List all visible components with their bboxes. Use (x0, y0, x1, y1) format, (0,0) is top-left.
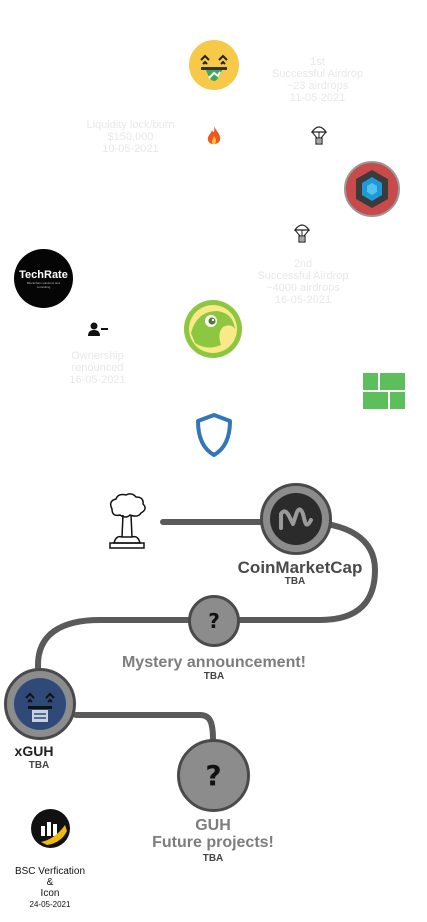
airdrop2-subtitle: Successful Airdrop (257, 270, 349, 282)
parachute-icon (294, 224, 310, 243)
mystery-node: ? (188, 595, 240, 647)
liquidity-title: Liquidity lock/burn (86, 119, 175, 131)
future-title: GUH Future projects! (130, 817, 296, 851)
ownership-title: Ownership (71, 350, 124, 362)
future-node: ? (177, 739, 250, 812)
future-status: TBA (202, 853, 224, 864)
xguh-icon (14, 678, 66, 730)
liquidity-date: 10-05-2021 (102, 143, 159, 155)
liquidity-text: Liquidity lock/burn $150,000 10-05-2021 (68, 119, 193, 155)
coingecko-logo (184, 300, 242, 358)
techrate-logo: TechRate Blockchain solutions and consul… (14, 249, 73, 308)
guh-face-icon (200, 54, 228, 81)
fire-icon (207, 126, 221, 145)
future-title-line2: Future projects! (152, 834, 274, 851)
xguh-title: xGUH (14, 743, 54, 759)
explosion-icon (109, 493, 146, 549)
airdrop2-detail: ~4000 airdrops (266, 282, 340, 294)
liquidity-amount: $150,000 (107, 131, 154, 143)
coinmarketcap-node (260, 483, 332, 555)
airdrop1-date: 11-05-2021 (289, 92, 346, 104)
bsc-line2: & (46, 877, 54, 888)
airdrop2-date: 16-05-2021 (274, 294, 332, 306)
xguh-node (4, 668, 76, 740)
future-title-line1: GUH (195, 817, 231, 834)
parachute-icon (311, 126, 327, 145)
hexagon-token-logo (344, 161, 400, 217)
ownership-subtitle: renounced (71, 362, 124, 374)
airdrop1-title: 1st (310, 56, 325, 68)
techrate-sub: Blockchain solutions and consulting (26, 280, 61, 289)
question-mark-icon: ? (208, 609, 220, 633)
airdrop2-text: 2nd Successful Airdrop ~4000 airdrops 16… (238, 258, 368, 306)
bsc-line3: Icon (40, 888, 60, 899)
airdrop1-subtitle: Successful Airdrop (271, 68, 364, 80)
xguh-status: TBA (28, 760, 50, 771)
grid-icon (363, 373, 405, 409)
ownership-text: Ownership renounced 16-05-2021 (55, 350, 140, 386)
gecko-icon (189, 305, 237, 353)
bsc-date: 24-05-2021 (29, 900, 71, 909)
airdrop1-text: 1st Successful Airdrop ~23 airdrops 11-0… (255, 56, 380, 104)
bscscan-logo (31, 809, 70, 848)
techrate-label: TechRate (19, 268, 68, 281)
coinmarketcap-icon (270, 493, 322, 545)
ownership-date: 16-05-2021 (69, 374, 126, 386)
bsc-line1: BSC Verfication (14, 866, 86, 877)
hexagon-icon (356, 170, 388, 208)
airdrop2-title: 2nd (293, 258, 313, 270)
coinmarketcap-status: TBA (284, 576, 306, 587)
shield-icon (196, 413, 232, 457)
bscscan-icon (41, 822, 67, 845)
coinmarketcap-title: CoinMarketCap (237, 558, 363, 577)
question-mark-icon: ? (205, 759, 222, 792)
user-minus-icon (88, 322, 108, 336)
airdrop1-detail: ~23 airdrops (286, 80, 349, 92)
guh-logo (189, 40, 239, 90)
mystery-status: TBA (203, 671, 225, 682)
mystery-title: Mystery announcement! (121, 654, 307, 671)
bsc-text: BSC Verfication & Icon 24-05-2021 (0, 866, 100, 910)
